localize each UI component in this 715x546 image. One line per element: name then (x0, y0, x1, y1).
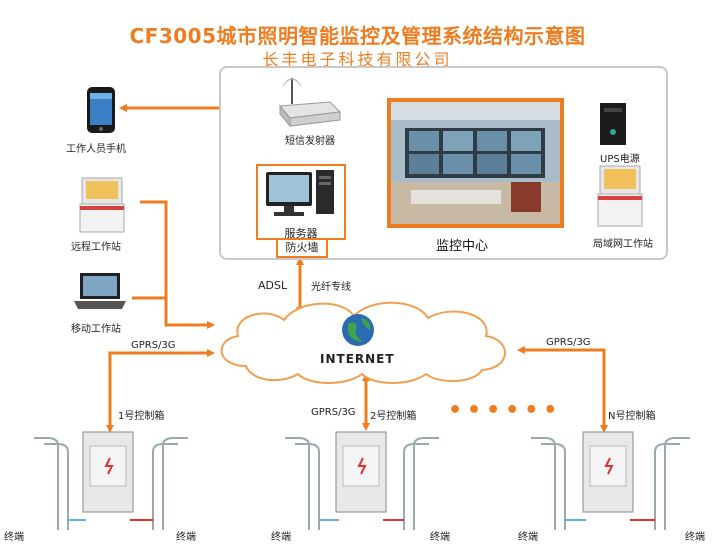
phone-icon (86, 86, 116, 134)
control-center-photo (387, 98, 564, 228)
server-label: 服务器 (284, 227, 318, 240)
gprs-left-label: GPRS/3G (131, 340, 176, 351)
antenna-icon (274, 76, 344, 130)
link-box1-internet (106, 349, 215, 433)
box1-label: 1号控制箱 (118, 411, 165, 422)
control-center-label: 监控中心 (436, 239, 489, 254)
control-box-group-n (525, 430, 700, 540)
remote-station-label: 远程工作站 (71, 242, 121, 253)
gprs-mid-label: GPRS/3G (311, 407, 356, 418)
streetlight-icon (285, 431, 439, 530)
workstation-icon (596, 164, 644, 228)
ups-icon (599, 102, 627, 146)
terminal-label-2b: 终端 (430, 532, 450, 543)
streetlight-icon (34, 431, 188, 530)
diagram-subtitle: 长丰电子科技有限公司 (262, 50, 453, 69)
link-boxN-internet (517, 346, 608, 433)
control-box-group-1 (28, 430, 203, 540)
globe-icon (340, 312, 376, 348)
lan-station-label: 局域网工作站 (593, 239, 653, 250)
phone-label: 工作人员手机 (66, 144, 126, 155)
workstation-icon (78, 176, 126, 234)
server-box: 服务器 (256, 164, 346, 240)
laptop-icon (72, 271, 128, 311)
ups-label: UPS电源 (600, 154, 640, 165)
terminal-label-2a: 终端 (271, 532, 291, 543)
internet-label: INTERNET (320, 352, 395, 366)
gprs-right-label: GPRS/3G (546, 337, 591, 348)
terminal-label-na: 终端 (518, 532, 538, 543)
firewall-box: 防火墙 (276, 238, 328, 258)
control-box-group-2 (279, 430, 454, 540)
link-remote-internet (140, 200, 215, 329)
ellipsis-dots: •••••• (448, 398, 563, 423)
fiber-label: 光纤专线 (311, 282, 351, 293)
terminal-label-nb: 终端 (685, 532, 705, 543)
adsl-label: ADSL (258, 279, 288, 292)
terminal-label-1a: 终端 (4, 532, 24, 543)
streetlight-icon (531, 431, 690, 530)
terminal-label-1b: 终端 (176, 532, 196, 543)
server-icon (266, 170, 334, 216)
mobile-station-label: 移动工作站 (71, 324, 121, 335)
boxN-label: N号控制箱 (608, 411, 656, 422)
diagram-title: CF3005城市照明智能监控及管理系统结构示意图 (129, 24, 586, 48)
box2-label: 2号控制箱 (370, 411, 417, 422)
sms-label: 短信发射器 (285, 136, 335, 147)
